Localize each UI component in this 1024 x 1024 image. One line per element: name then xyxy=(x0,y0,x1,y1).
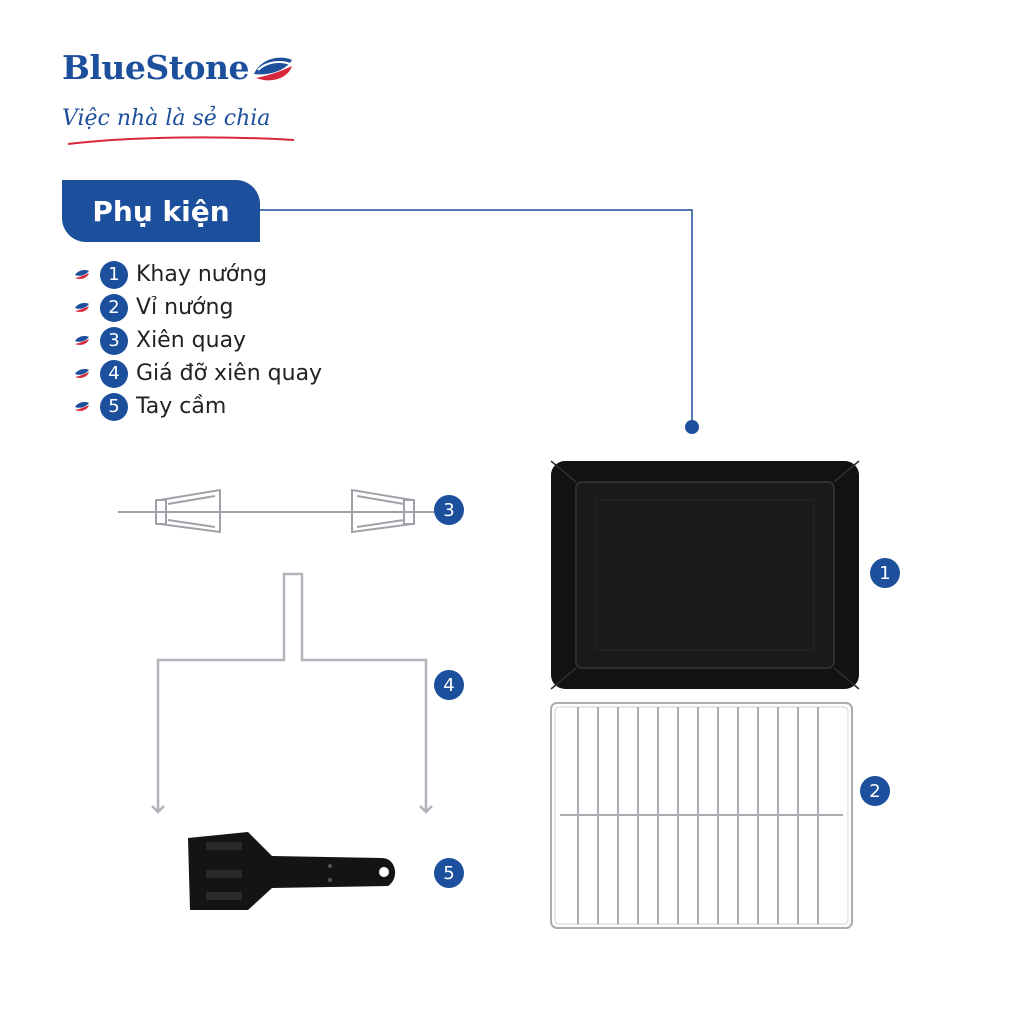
bullet-logo-icon xyxy=(75,335,89,345)
skewer-holder-image xyxy=(151,572,433,814)
item-number: 3 xyxy=(100,326,128,355)
rotisserie-skewer-image xyxy=(118,488,436,534)
item-number: 4 xyxy=(100,359,128,388)
item-label: Xiên quay xyxy=(136,328,247,353)
handle-callout-number: 5 xyxy=(434,858,464,888)
item-number: 2 xyxy=(100,293,128,322)
bullet-logo-icon xyxy=(75,302,89,312)
tray-handle-image xyxy=(188,832,396,910)
baking-tray-image xyxy=(550,460,860,690)
bullet-logo-icon xyxy=(75,401,89,411)
brand-logo-text: BlueStone xyxy=(62,48,250,87)
tray-callout-number: 1 xyxy=(870,558,900,588)
list-item: 1 Khay nướng xyxy=(74,258,322,291)
bullet-logo-icon xyxy=(75,368,89,378)
item-label: Tay cầm xyxy=(136,394,227,419)
list-item: 4 Giá đỡ xiên quay xyxy=(74,357,322,390)
list-item: 5 Tay cầm xyxy=(74,390,322,423)
wire-rack-image xyxy=(550,702,853,929)
item-label: Khay nướng xyxy=(136,262,268,287)
accessory-list: 1 Khay nướng 2 Vỉ nướng 3 Xiên quay 4 Gi… xyxy=(74,258,322,423)
item-label: Giá đỡ xiên quay xyxy=(136,361,323,386)
skewer-callout-number: 3 xyxy=(434,495,464,525)
section-title-badge: Phụ kiện xyxy=(62,180,260,242)
section-title: Phụ kiện xyxy=(92,194,230,228)
slogan-underline xyxy=(67,136,295,145)
list-item: 3 Xiên quay xyxy=(74,324,322,357)
bullet-logo-icon xyxy=(75,269,89,279)
rack-callout-number: 2 xyxy=(860,776,890,806)
item-label: Vỉ nướng xyxy=(136,295,234,320)
bluestone-logo-icon xyxy=(254,57,292,81)
item-number: 5 xyxy=(100,392,128,421)
item-number: 1 xyxy=(100,260,128,289)
brand-slogan: Việc nhà là sẻ chia xyxy=(62,106,271,131)
holder-callout-number: 4 xyxy=(434,670,464,700)
list-item: 2 Vỉ nướng xyxy=(74,291,322,324)
